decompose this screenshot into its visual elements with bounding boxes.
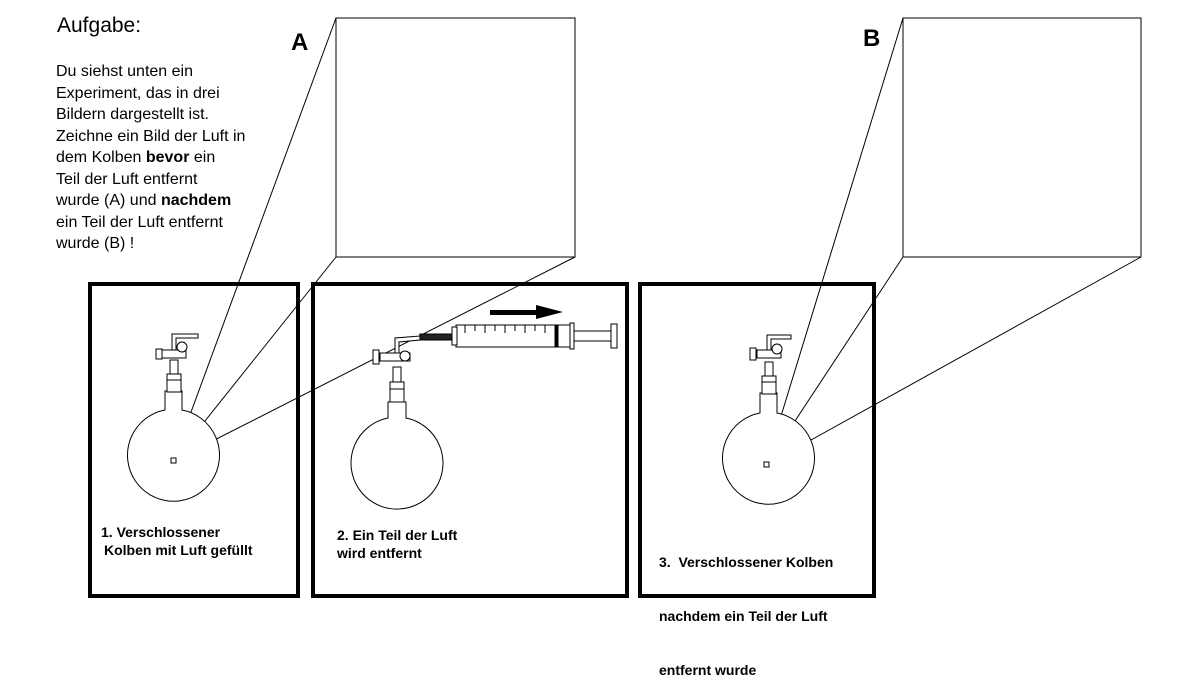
box-a-label: A [291, 29, 309, 56]
panel-3-caption-line-3: entfernt wurde [659, 662, 757, 678]
drawing-box-a[interactable] [335, 17, 576, 258]
task-line: Du siehst unten ein [56, 61, 296, 83]
task-line: ein Teil der Luft entfernt [56, 212, 296, 234]
task-text-run: ein [189, 149, 216, 166]
task-title: Aufgabe: [57, 14, 142, 37]
experiment-diagram [88, 17, 1142, 598]
syringe [419, 322, 618, 350]
task-text-run: Du siehst unten ein [56, 63, 193, 80]
task-text-run: Bildern dargestellt ist. [56, 106, 209, 123]
task-line: Experiment, das in drei [56, 83, 296, 105]
panel-3-caption: 3. Verschlossener Kolben nachdem ein Tei… [659, 517, 833, 697]
pull-arrow [490, 305, 563, 319]
flask-1 [127, 333, 220, 502]
panel-2-caption: 2. Ein Teil der Luft wird entfernt [337, 526, 457, 562]
panel-2-frame [311, 282, 629, 598]
task-emphasis: bevor [145, 149, 190, 166]
task-line: wurde (A) und nachdem [56, 190, 296, 212]
task-text-run: wurde (A) und [56, 192, 161, 209]
task-text-run: Zeichne ein Bild der Luft in [56, 127, 246, 145]
panel-1-caption-line-1: 1. Verschlossener [101, 524, 221, 540]
panel-1-frame [88, 282, 300, 598]
panel-3-frame [638, 282, 876, 598]
zoom-lines-b [765, 17, 1142, 466]
task-text-run: wurde (B) ! [56, 235, 135, 252]
task-text-run: Teil der Luft entfernt [56, 170, 198, 188]
panel-1-caption-line-2: Kolben mit Luft gefüllt [104, 542, 253, 558]
task-line: wurde (B) ! [56, 233, 296, 255]
panel-3-caption-line-2: nachdem ein Teil der Luft [659, 608, 828, 624]
flask-2 [350, 335, 444, 510]
panel-1-caption: 1. Verschlossener Kolben mit Luft gefüll… [101, 523, 253, 559]
panel-3-caption-line-1: 3. Verschlossener Kolben [659, 554, 834, 570]
panel-2-caption-line-2: wird entfernt [337, 545, 422, 561]
panel-2-caption-line-1: 2. Ein Teil der Luft [337, 527, 458, 543]
task-line: Teil der Luft entfernt [56, 169, 296, 191]
task-line: dem Kolben bevor ein [56, 147, 296, 169]
task-line: Zeichne ein Bild der Luft in [56, 126, 296, 148]
task-emphasis: nachdem [160, 192, 232, 209]
flask-3 [722, 334, 815, 505]
box-b-label: B [863, 25, 881, 52]
task-line: Bildern dargestellt ist. [56, 104, 296, 126]
task-text-run: ein Teil der Luft entfernt [56, 213, 223, 231]
task-text-run: Experiment, das in drei [56, 84, 220, 102]
drawing-box-b[interactable] [902, 17, 1142, 258]
task-text-run: dem Kolben [56, 149, 146, 166]
